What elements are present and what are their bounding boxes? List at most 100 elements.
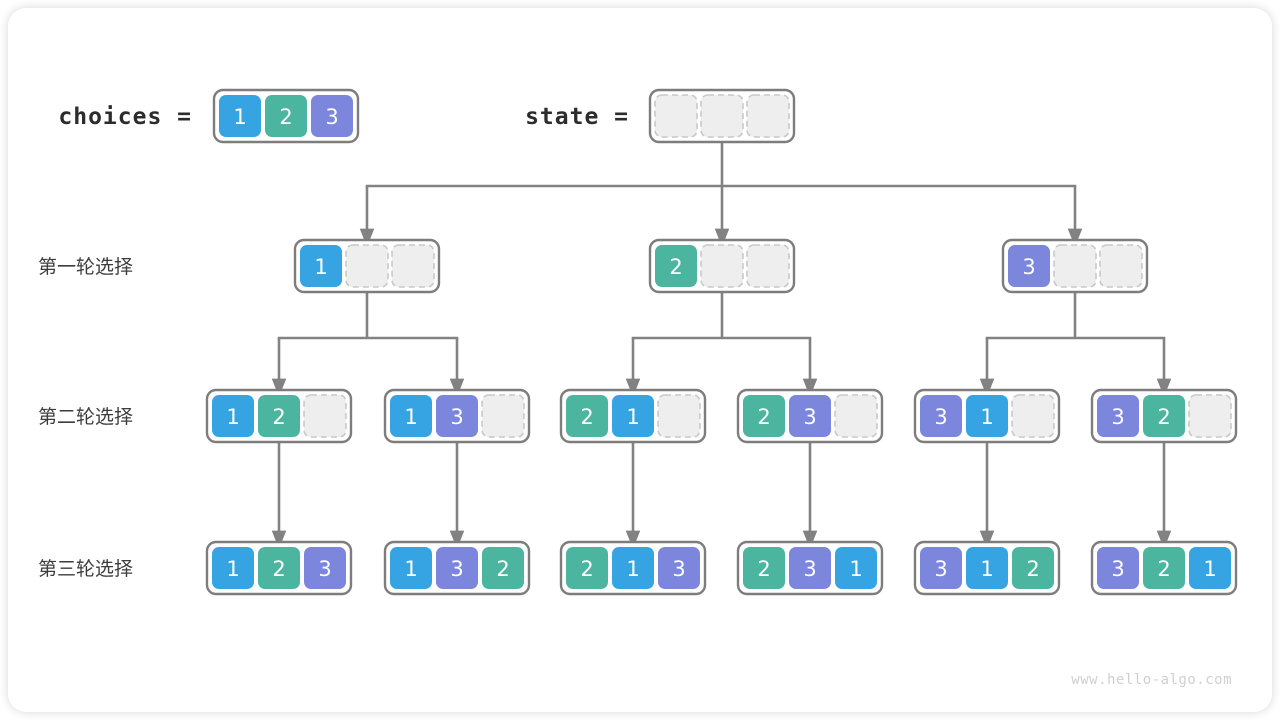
array-cell-filled bbox=[482, 547, 524, 589]
array-cell-filled bbox=[219, 95, 261, 137]
array-cell-value: 3 bbox=[1111, 557, 1124, 581]
array-cell-filled bbox=[1143, 547, 1185, 589]
state-node-r3-6: 3 2 1 bbox=[1090, 540, 1238, 596]
array-cell-value: 3 bbox=[672, 557, 685, 581]
array-cell-empty bbox=[746, 94, 790, 138]
watermark: www.hello-algo.com bbox=[1071, 672, 1232, 688]
array-cell-filled bbox=[1189, 547, 1231, 589]
state-array bbox=[648, 88, 796, 144]
array-cell-empty bbox=[834, 394, 878, 438]
array-cell-filled bbox=[835, 547, 877, 589]
choices-label: choices = bbox=[58, 104, 192, 130]
array-cell-filled bbox=[258, 395, 300, 437]
array-cell-value: 1 bbox=[233, 105, 246, 129]
array-cell-empty bbox=[1053, 244, 1097, 288]
array-cell-filled bbox=[1143, 395, 1185, 437]
array-cell-filled bbox=[743, 547, 785, 589]
state-node-r1-3: 3 bbox=[1001, 238, 1149, 294]
array-cell-value: 3 bbox=[450, 557, 463, 581]
array-cell-filled bbox=[566, 547, 608, 589]
array-cell-filled bbox=[258, 547, 300, 589]
array-cell-value: 2 bbox=[272, 405, 285, 429]
array-cell-filled bbox=[655, 245, 697, 287]
choices-array: 1 2 3 bbox=[212, 88, 360, 144]
array-cell-empty bbox=[391, 244, 435, 288]
state-node-r3-2: 1 3 2 bbox=[383, 540, 531, 596]
state-node-r3-5: 3 1 2 bbox=[913, 540, 1061, 596]
array-cell-value: 2 bbox=[757, 557, 770, 581]
array-cell-value: 2 bbox=[580, 405, 593, 429]
array-cell-value: 1 bbox=[626, 557, 639, 581]
array-cell-value: 2 bbox=[279, 105, 292, 129]
state-node-r3-4: 2 3 1 bbox=[736, 540, 884, 596]
array-cell-filled bbox=[966, 395, 1008, 437]
array-cell-value: 3 bbox=[1111, 405, 1124, 429]
connector-lines bbox=[271, 142, 1172, 549]
array-cell-filled bbox=[920, 395, 962, 437]
array-cell-empty bbox=[303, 394, 347, 438]
array-cell-filled bbox=[743, 395, 785, 437]
array-cell-empty bbox=[1011, 394, 1055, 438]
array-cell-empty bbox=[1099, 244, 1143, 288]
array-cell-value: 1 bbox=[1203, 557, 1216, 581]
array-cell-value: 1 bbox=[226, 557, 239, 581]
array-cell-value: 3 bbox=[934, 405, 947, 429]
array-cell-value: 3 bbox=[318, 557, 331, 581]
array-cell-filled bbox=[658, 547, 700, 589]
array-cell-value: 2 bbox=[669, 255, 682, 279]
array-cell-filled bbox=[1012, 547, 1054, 589]
array-cell-empty bbox=[481, 394, 525, 438]
array-cell-filled bbox=[390, 395, 432, 437]
array-cell-value: 2 bbox=[1157, 405, 1170, 429]
row-label-2: 第二轮选择 bbox=[38, 406, 133, 428]
row-label-1: 第一轮选择 bbox=[38, 256, 133, 278]
array-cell-filled bbox=[390, 547, 432, 589]
array-cell-value: 1 bbox=[314, 255, 327, 279]
array-cell-value: 3 bbox=[803, 557, 816, 581]
array-cell-value: 3 bbox=[325, 105, 338, 129]
array-cell-value: 1 bbox=[404, 557, 417, 581]
array-cell-value: 2 bbox=[1157, 557, 1170, 581]
array-cell-value: 1 bbox=[980, 405, 993, 429]
array-cell-filled bbox=[436, 547, 478, 589]
row-label-3: 第三轮选择 bbox=[38, 558, 133, 580]
array-cell-value: 2 bbox=[757, 405, 770, 429]
array-cell-value: 1 bbox=[980, 557, 993, 581]
array-cell-value: 1 bbox=[849, 557, 862, 581]
array-cell-value: 1 bbox=[226, 405, 239, 429]
array-cell-value: 3 bbox=[1022, 255, 1035, 279]
array-cell-value: 2 bbox=[496, 557, 509, 581]
array-cell-filled bbox=[920, 547, 962, 589]
array-cell-empty bbox=[657, 394, 701, 438]
array-cell-filled bbox=[789, 395, 831, 437]
array-cell-value: 2 bbox=[1026, 557, 1039, 581]
array-cell-filled bbox=[311, 95, 353, 137]
array-cell-filled bbox=[566, 395, 608, 437]
state-node-r1-2: 2 bbox=[648, 238, 796, 294]
array-cell-filled bbox=[1097, 547, 1139, 589]
array-cell-filled bbox=[789, 547, 831, 589]
array-cell-value: 1 bbox=[626, 405, 639, 429]
array-cell-filled bbox=[212, 395, 254, 437]
array-cell-filled bbox=[1097, 395, 1139, 437]
array-cell-value: 3 bbox=[934, 557, 947, 581]
state-label: state = bbox=[525, 104, 629, 130]
array-cell-filled bbox=[265, 95, 307, 137]
array-cell-filled bbox=[436, 395, 478, 437]
array-cell-empty bbox=[654, 94, 698, 138]
array-cell-filled bbox=[612, 395, 654, 437]
array-cell-filled bbox=[300, 245, 342, 287]
array-cell-empty bbox=[700, 244, 744, 288]
array-cell-value: 3 bbox=[803, 405, 816, 429]
